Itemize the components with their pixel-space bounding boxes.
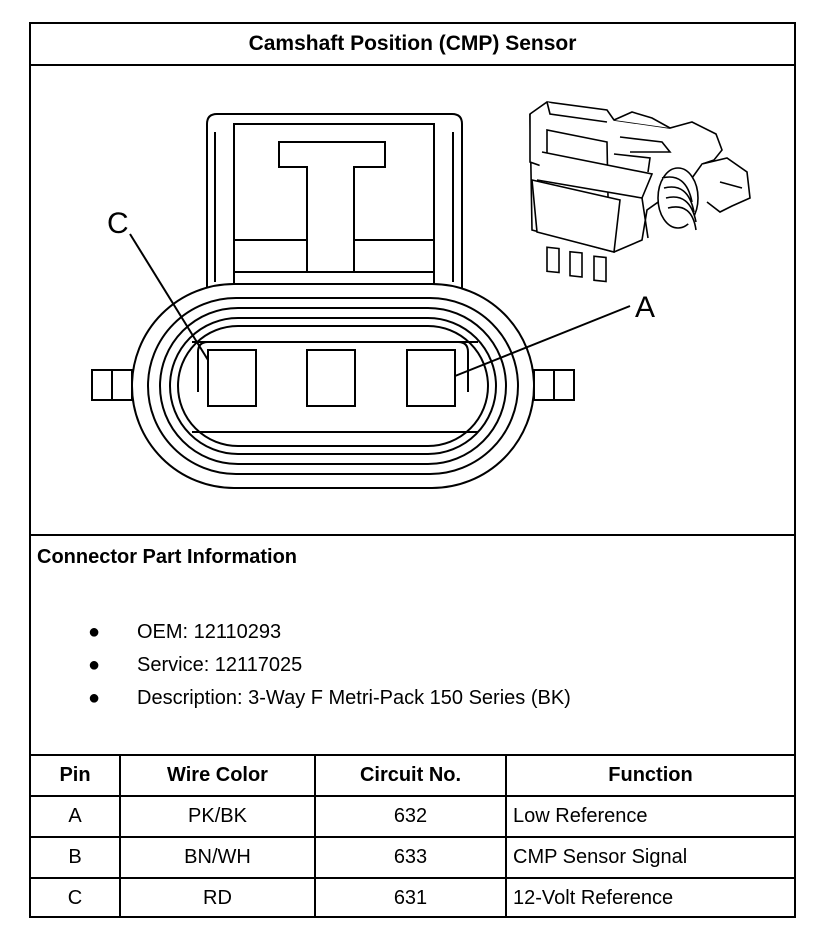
pin-cavity-b <box>306 349 356 407</box>
cell-pin: B <box>31 836 121 879</box>
cell-wire-color: PK/BK <box>119 795 316 838</box>
table-row: A PK/BK 632 Low Reference <box>31 795 794 838</box>
latch-t-slot <box>234 141 434 241</box>
table-row: C RD 631 12-Volt Reference <box>31 877 794 918</box>
cell-function: 12-Volt Reference <box>505 877 794 918</box>
info-heading: Connector Part Information <box>37 546 298 568</box>
header-function: Function <box>505 756 794 797</box>
page-title: Camshaft Position (CMP) Sensor <box>31 24 794 66</box>
table-header-row: Pin Wire Color Circuit No. Function <box>31 756 794 797</box>
info-item-service: ●Service: 12117025 <box>31 649 571 682</box>
latch-housing-outline <box>206 113 463 292</box>
info-item-oem: ●OEM: 12110293 <box>31 616 571 649</box>
connector-body-outer <box>131 283 535 489</box>
header-circuit-no: Circuit No. <box>314 756 507 797</box>
header-pin: Pin <box>31 756 121 797</box>
cell-wire-color: RD <box>119 877 316 918</box>
leader-line-c <box>129 233 209 361</box>
bullet-icon: ● <box>88 687 101 709</box>
pin-label-c: C <box>107 207 129 240</box>
connector-seal-3 <box>169 317 497 455</box>
connector-seal-4 <box>177 325 489 447</box>
cell-wire-color: BN/WH <box>119 836 316 879</box>
cell-pin: A <box>31 795 121 838</box>
connector-sheet: Camshaft Position (CMP) Sensor <box>29 22 796 918</box>
leader-line-a <box>454 305 631 377</box>
info-item-description: ●Description: 3-Way F Metri-Pack 150 Ser… <box>31 682 571 715</box>
bullet-icon: ● <box>88 654 101 676</box>
connector-face-drawing: C A <box>91 101 751 489</box>
pin-label-a: A <box>635 291 655 324</box>
cell-circuit: 632 <box>314 795 507 838</box>
cell-function: Low Reference <box>505 795 794 838</box>
pin-cavity-c <box>207 349 257 407</box>
pinout-table: Pin Wire Color Circuit No. Function A PK… <box>31 756 794 918</box>
connector-3d-illustration <box>529 101 751 283</box>
table-row: B BN/WH 633 CMP Sensor Signal <box>31 836 794 879</box>
header-wire-color: Wire Color <box>119 756 316 797</box>
info-list: ●OEM: 12110293 ●Service: 12117025 ●Descr… <box>31 616 571 715</box>
connector-diagram: C A <box>31 66 794 536</box>
connector-seal-1 <box>147 297 519 475</box>
cell-circuit: 633 <box>314 836 507 879</box>
cell-function: CMP Sensor Signal <box>505 836 794 879</box>
cell-circuit: 631 <box>314 877 507 918</box>
latch-housing-inner <box>233 123 435 292</box>
bullet-icon: ● <box>88 621 101 643</box>
connector-part-info: Connector Part Information ●OEM: 1211029… <box>31 536 794 756</box>
cell-pin: C <box>31 877 121 918</box>
pin-cavity-a <box>406 349 456 407</box>
connector-seal-2 <box>159 307 507 465</box>
